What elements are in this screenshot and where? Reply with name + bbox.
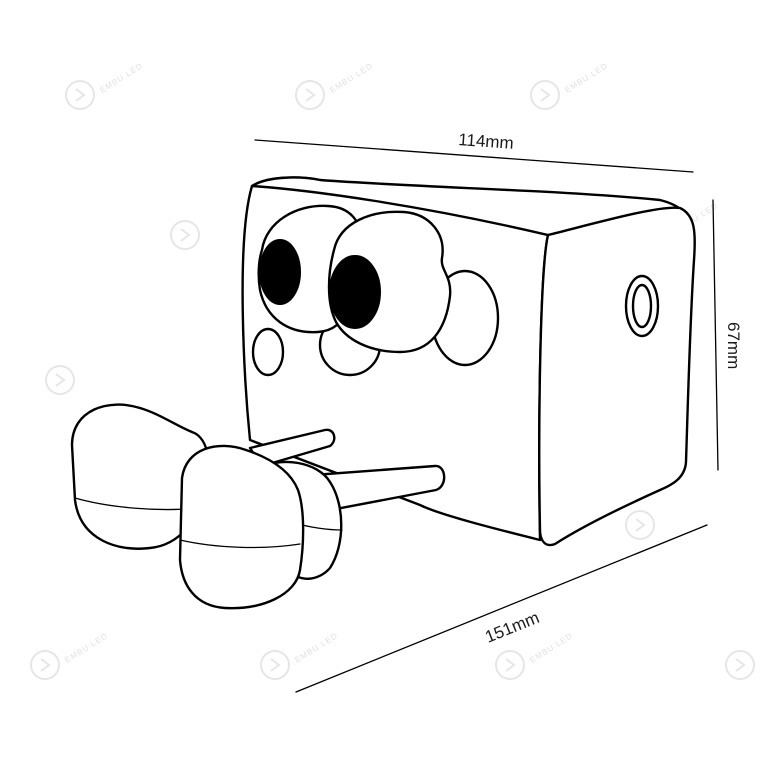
body-right-face (538, 206, 696, 547)
lens-ring-small (251, 327, 285, 377)
watermark-logo (170, 220, 200, 250)
eye-right-pupil (329, 255, 381, 329)
watermark-logo: EMBU LED (30, 631, 110, 680)
dimension-line-right (712, 199, 719, 471)
body-top-face (250, 176, 692, 237)
watermark-logo: EMBU LED (530, 61, 610, 110)
watermark-logo: EMBU LED (260, 631, 340, 680)
svg-text:EMBU LED: EMBU LED (563, 61, 609, 95)
rod-upper (248, 428, 336, 468)
svg-text:EMBU LED: EMBU LED (63, 631, 109, 665)
watermark-logo: EMBU LED (65, 61, 145, 110)
side-port-inner (631, 283, 653, 329)
svg-text:EMBU LED: EMBU LED (98, 61, 144, 95)
svg-text:EMBU LED: EMBU LED (293, 631, 339, 665)
svg-text:EMBU LED: EMBU LED (528, 631, 574, 665)
eye-left-pupil (259, 239, 301, 305)
bulb-front (178, 444, 305, 610)
dimension-label-bottom: 151mm (482, 608, 542, 647)
dimension-label-top: 114mm (458, 130, 515, 153)
bulb-front-band (179, 539, 301, 549)
dimension-line-top (254, 139, 694, 173)
watermark-logo (45, 365, 75, 395)
watermark-logo: EMBU LED (295, 61, 375, 110)
svg-text:EMBU LED: EMBU LED (328, 61, 374, 95)
lamp-bulbs (70, 403, 343, 610)
dimension-line-bottom (295, 524, 708, 693)
watermark-logo (725, 650, 755, 680)
watermark-logo (625, 510, 655, 540)
dimension-label-right: 67mm (724, 322, 743, 369)
